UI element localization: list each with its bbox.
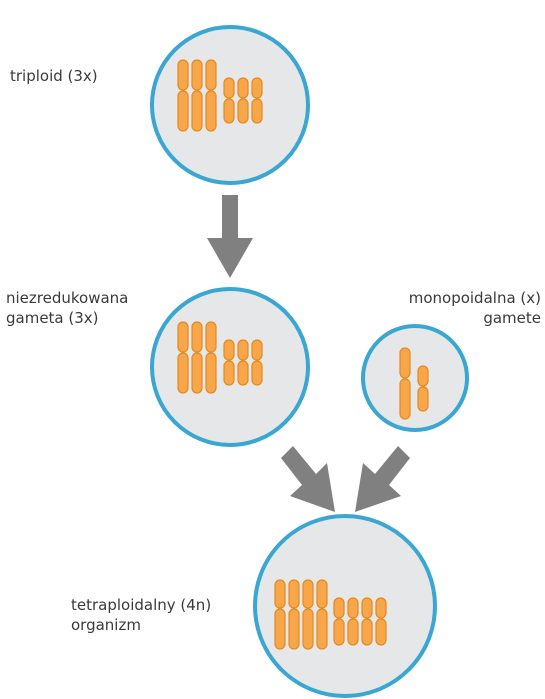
chromosome	[288, 579, 300, 650]
chromosome	[347, 597, 359, 646]
chromosome	[361, 597, 373, 646]
chromosome	[274, 579, 286, 650]
chromosome	[333, 597, 345, 646]
cell-triploid	[150, 25, 310, 185]
label-unreduced-line1: niezredukowana	[6, 289, 129, 307]
chromosome	[237, 339, 249, 386]
cell-tetraploid-organism	[253, 514, 437, 698]
label-triploid: triploid (3x)	[10, 66, 98, 86]
chromosome	[177, 59, 189, 132]
chromosome	[191, 321, 203, 394]
chromosome	[237, 77, 249, 124]
chromosome	[223, 77, 235, 124]
label-tetraploid-organism: tetraploidalny (4n) organizm	[71, 595, 211, 635]
label-tetraploid-line2: organizm	[71, 616, 141, 634]
label-monoploid-line2: gamete	[483, 309, 541, 327]
chromosome	[205, 59, 217, 132]
chromosome	[223, 339, 235, 386]
chromosome	[205, 321, 217, 394]
arrow-down	[207, 195, 253, 278]
arrow-diagonal-left	[281, 446, 335, 512]
label-unreduced-line2: gameta (3x)	[6, 309, 99, 327]
chromosome	[251, 77, 263, 124]
chromosome	[375, 597, 387, 646]
label-monoploid-gamete: monopoidalna (x) gamete	[409, 288, 541, 328]
chromosome	[316, 579, 328, 650]
label-unreduced-gamete: niezredukowana gameta (3x)	[6, 288, 128, 328]
cell-monoploid-gamete	[361, 324, 469, 432]
chromosome	[417, 365, 429, 412]
chromosome	[399, 347, 411, 420]
label-triploid-text: triploid (3x)	[10, 67, 98, 85]
arrow-diagonal-right	[355, 446, 410, 512]
cell-unreduced-gamete	[150, 287, 310, 447]
label-tetraploid-line1: tetraploidalny (4n)	[71, 596, 212, 614]
chromosome	[191, 59, 203, 132]
chromosome	[177, 321, 189, 394]
chromosome	[302, 579, 314, 650]
arrows	[207, 195, 410, 512]
label-monoploid-line1: monopoidalna (x)	[408, 289, 541, 307]
chromosome	[251, 339, 263, 386]
